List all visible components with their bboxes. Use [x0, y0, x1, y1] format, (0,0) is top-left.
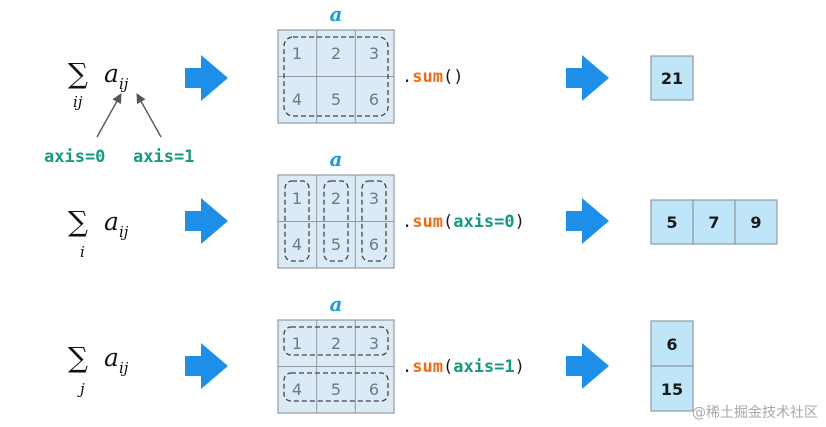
matrix-cell: 6: [369, 90, 379, 109]
group-outline-column: [284, 180, 310, 262]
matrix-a: 1 2 3 4 5 6: [277, 319, 395, 414]
matrix-cell: 4: [292, 380, 302, 399]
sum-index: j: [77, 380, 85, 398]
matrix-cell: 1: [292, 334, 302, 353]
call-close-paren: ): [515, 212, 525, 232]
group-outline-column: [361, 180, 387, 262]
matrix-cell: 4: [292, 235, 302, 254]
axis0-label: axis=0: [44, 147, 105, 167]
call-dot: .: [402, 67, 412, 87]
matrix-cell: 6: [369, 380, 379, 399]
call-open-paren: (: [443, 357, 453, 377]
group-outline-row: [283, 326, 389, 356]
matrix-cell: 1: [292, 44, 302, 63]
result-box: 21: [650, 55, 694, 101]
array-name-label: a: [330, 292, 343, 316]
call-close-paren: ): [515, 357, 525, 377]
result-cell: [650, 55, 694, 101]
term-a: a: [104, 343, 119, 372]
group-outline-all: [283, 36, 389, 117]
array-name-label: a: [330, 147, 343, 171]
result-cell: [650, 199, 694, 245]
call-dot: .: [402, 357, 412, 377]
row-sum-all: ∑ ij a ij axis=0 axis=1 a 1 2 3 4 5 6 .s…: [44, 2, 694, 167]
watermark: @稀土掘金技术社区: [692, 405, 818, 421]
flow-arrow-1: [185, 343, 228, 389]
matrix-cell: 2: [331, 44, 341, 63]
formula-sum-all: ∑ ij a ij: [68, 57, 129, 111]
axis0-pointer-arrow: [96, 93, 122, 138]
matrix-cell: 2: [331, 334, 341, 353]
sigma-symbol: ∑: [68, 205, 88, 238]
matrix-cell: 2: [331, 189, 341, 208]
matrix-cell: 1: [292, 189, 302, 208]
result-value: 9: [750, 213, 761, 232]
result-value: 6: [666, 335, 677, 354]
call-open-paren: (: [443, 67, 453, 87]
result-cell: [692, 199, 736, 245]
result-cell: [650, 320, 694, 367]
svg-text:.sum(axis=0): .sum(axis=0): [402, 212, 525, 232]
method-call: .sum(axis=1): [402, 357, 525, 377]
call-method: sum: [412, 212, 443, 232]
matrix-a: 1 2 3 4 5 6: [277, 174, 395, 269]
axis1-label: axis=1: [133, 147, 194, 167]
method-call: .sum(): [402, 67, 463, 87]
term-subscript: ij: [119, 359, 129, 377]
flow-arrow-2: [566, 55, 609, 101]
matrix-cell: 6: [369, 235, 379, 254]
matrix-cell: 5: [331, 235, 341, 254]
call-argument: axis=0: [453, 212, 514, 232]
term-a: a: [104, 207, 119, 236]
term-subscript: ij: [119, 223, 129, 241]
result-column: 6 15: [650, 320, 694, 412]
group-outline-column: [323, 180, 349, 262]
flow-arrow-2: [566, 198, 609, 244]
result-cell: [734, 199, 778, 245]
formula-sum-axis1: ∑ j a ij: [68, 341, 129, 398]
result-value: 21: [661, 69, 683, 88]
result-value: 15: [661, 380, 683, 399]
result-cell: [650, 365, 694, 412]
result-value: 7: [708, 213, 719, 232]
array-name-label: a: [330, 2, 343, 26]
result-row: 5 7 9: [650, 199, 778, 245]
term-a: a: [104, 59, 119, 88]
axis1-pointer-arrow: [136, 93, 162, 138]
flow-arrow-1: [185, 198, 228, 244]
result-value: 5: [666, 213, 677, 232]
row-sum-axis1: ∑ j a ij a 1 2 3 4 5 6 .sum(axis=1): [68, 292, 694, 414]
matrix-cell: 5: [331, 380, 341, 399]
call-open-paren: (: [443, 212, 453, 232]
matrix-cell: 3: [369, 334, 379, 353]
call-argument: axis=1: [453, 357, 514, 377]
call-method: sum: [412, 67, 443, 87]
svg-text:.sum(axis=1): .sum(axis=1): [402, 357, 525, 377]
sum-index: ij: [73, 93, 83, 111]
flow-arrow-1: [185, 55, 228, 101]
matrix-cell: 3: [369, 189, 379, 208]
flow-arrow-2: [566, 343, 609, 389]
sigma-symbol: ∑: [68, 57, 88, 90]
matrix-a: 1 2 3 4 5 6: [277, 29, 395, 124]
call-close-paren: ): [453, 67, 463, 87]
call-method: sum: [412, 357, 443, 377]
group-outline-row: [283, 372, 389, 402]
call-dot: .: [402, 212, 412, 232]
matrix-cell: 4: [292, 90, 302, 109]
svg-text:.sum(): .sum(): [402, 67, 463, 87]
sigma-symbol: ∑: [68, 341, 88, 374]
matrix-cell: 3: [369, 44, 379, 63]
term-subscript: ij: [119, 75, 129, 93]
matrix-cell: 5: [331, 90, 341, 109]
formula-sum-axis0: ∑ i a ij: [68, 205, 129, 261]
sum-index: i: [80, 243, 85, 261]
row-sum-axis0: ∑ i a ij a 1 2 3 4 5 6 .sum(axis=0): [68, 147, 778, 269]
method-call: .sum(axis=0): [402, 212, 525, 232]
